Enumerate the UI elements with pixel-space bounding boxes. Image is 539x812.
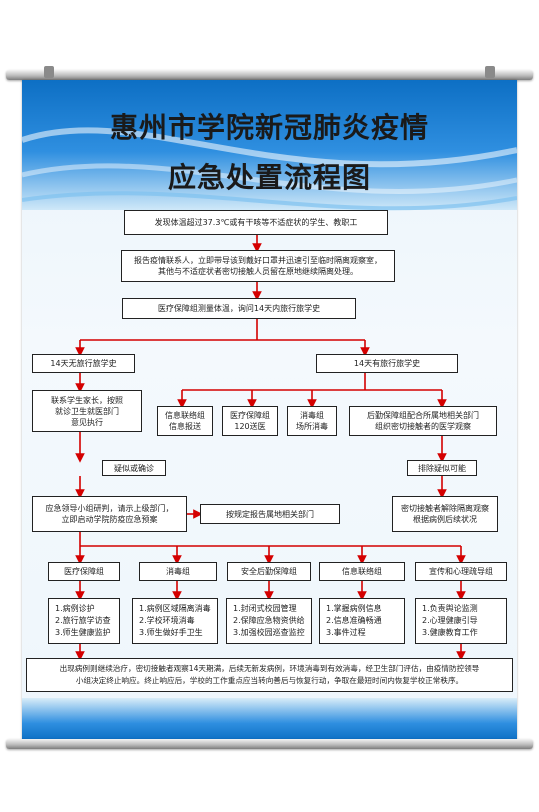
group-logistics-tasks: 1.封闭式校园管理 2.保障应急物资供给 3.加强校园巡查监控 <box>226 598 312 644</box>
final-termination-box: 出现病例则继续治疗，密切接触者观察14天期满，后续无新发病例，环境消毒到有效消毒… <box>26 658 513 692</box>
sub-info-liaison-line2: 信息报送 <box>169 422 201 431</box>
release-observation-line2: 根据病例后续状况 <box>413 515 477 524</box>
group-info-task-2: 2.信息准确畅通 <box>326 616 382 625</box>
group-psychology-task-2: 2.心理健康引导 <box>422 616 478 625</box>
group-medical-header: 医疗保障组 <box>48 562 120 581</box>
group-psychology-task-1: 1.负责舆论监测 <box>422 604 478 613</box>
poster-title-line2: 应急处置流程图 <box>167 161 371 194</box>
poster-header-background <box>22 80 517 210</box>
final-termination-line1: 出现病例则继续治疗，密切接触者观察14天期满，后续无新发病例，环境消毒到有效消毒… <box>59 664 480 673</box>
top-hanging-rod <box>6 70 533 80</box>
suspected-confirmed-box: 疑似或确诊 <box>102 460 166 476</box>
step-report-isolate-line1: 报告疫情联系人，立即带导该到戴好口罩并迅速引至临时隔离观察室， <box>134 256 382 265</box>
exclude-suspicion-box: 排除疑似可能 <box>407 460 477 476</box>
sub-logistics-line2: 组织密切接触者的医学观察 <box>375 422 471 431</box>
flow-connectors <box>75 235 466 661</box>
group-disinfection-task-1: 1.病例区域隔离消毒 <box>139 604 211 613</box>
poster-footer-background <box>22 698 517 740</box>
sub-logistics-observation: 后勤保障组配合所属地相关部门 组织密切接触者的医学观察 <box>349 406 497 436</box>
rod-hook-left <box>44 66 54 78</box>
sub-medical-120-line1: 医疗保障组 <box>230 411 270 420</box>
group-logistics-task-1: 1.封闭式校园管理 <box>233 604 297 613</box>
contact-parents-box: 联系学生家长，按照 就诊卫生就医部门 意见执行 <box>32 390 142 432</box>
sub-info-liaison: 信息联络组 信息报送 <box>157 406 213 436</box>
group-psychology-header: 宣传和心理疏导组 <box>415 562 507 581</box>
step-detect-symptoms: 发现体温超过37.3℃或有干咳等不适症状的学生、教职工 <box>124 210 388 235</box>
leadership-decision-line2: 立即启动学院防疫应急预案 <box>61 515 158 524</box>
sub-disinfection-line1: 消毒组 <box>300 411 324 420</box>
group-medical-task-3: 3.师生健康监护 <box>55 628 111 637</box>
branch-no-travel-history: 14天无旅行旅学史 <box>32 354 135 373</box>
contact-parents-line2: 就诊卫生就医部门 <box>55 406 119 416</box>
group-medical-task-2: 2.旅行旅学访查 <box>55 616 111 625</box>
final-termination-line2: 小组决定终止响应。终止响应后，学校的工作重点应当转向善后与恢复行动，争取在最短时… <box>75 676 464 685</box>
group-info-task-1: 1.掌握病例信息 <box>326 604 382 613</box>
group-info-task-3: 3.事件过程 <box>326 628 366 637</box>
branch-with-travel-history: 14天有旅行旅学史 <box>316 354 458 373</box>
leadership-decision-line1: 应急领导小组研判，请示上级部门， <box>45 504 174 513</box>
poster: 惠州市学院新冠肺炎疫情 应急处置流程图 <box>22 80 517 740</box>
group-info-tasks: 1.掌握病例信息 2.信息准确畅通 3.事件过程 <box>319 598 405 644</box>
group-medical-task-1: 1.病例诊护 <box>55 604 95 613</box>
report-local-authorities-box: 按规定报告属地相关部门 <box>200 504 340 524</box>
step-measure-temperature: 医疗保障组测量体温，询问14天内旅行旅学史 <box>122 298 356 319</box>
sub-medical-120: 医疗保障组 120送医 <box>222 406 278 436</box>
sub-medical-120-line2: 120送医 <box>234 422 266 431</box>
group-logistics-header: 安全后勤保障组 <box>227 562 311 581</box>
sub-info-liaison-line1: 信息联络组 <box>165 411 205 420</box>
group-logistics-task-3: 3.加强校园巡查监控 <box>233 628 305 637</box>
sub-logistics-line1: 后勤保障组配合所属地相关部门 <box>367 411 479 420</box>
group-medical-tasks: 1.病例诊护 2.旅行旅学访查 3.师生健康监护 <box>48 598 120 644</box>
sub-disinfection: 消毒组 场所消毒 <box>287 406 337 436</box>
group-psychology-task-3: 3.健康教育工作 <box>422 628 478 637</box>
group-logistics-task-2: 2.保障应急物资供给 <box>233 616 305 625</box>
sub-disinfection-line2: 场所消毒 <box>296 422 328 431</box>
group-disinfection-tasks: 1.病例区域隔离消毒 2.学校环境消毒 3.师生做好手卫生 <box>132 598 218 644</box>
bottom-hanging-rod <box>6 739 533 749</box>
step-report-isolate: 报告疫情联系人，立即带导该到戴好口罩并迅速引至临时隔离观察室， 其他与不适症状者… <box>121 250 395 282</box>
step-report-isolate-line2: 其他与不适症状者密切接触人员留在原地继续隔离处理。 <box>158 267 358 276</box>
group-disinfection-task-2: 2.学校环境消毒 <box>139 616 195 625</box>
leadership-decision-box: 应急领导小组研判，请示上级部门， 立即启动学院防疫应急预案 <box>32 496 187 532</box>
group-disinfection-header: 消毒组 <box>139 562 217 581</box>
release-observation-box: 密切接触者解除隔离观察 根据病例后续状况 <box>392 496 498 532</box>
rod-hook-right <box>485 66 495 78</box>
header-wave-decoration <box>22 127 517 211</box>
group-info-header: 信息联络组 <box>319 562 405 581</box>
poster-title-line1: 惠州市学院新冠肺炎疫情 <box>109 111 429 144</box>
contact-parents-line1: 联系学生家长，按照 <box>51 395 123 405</box>
release-observation-line1: 密切接触者解除隔离观察 <box>401 504 489 513</box>
group-disinfection-task-3: 3.师生做好手卫生 <box>139 628 203 637</box>
contact-parents-line3: 意见执行 <box>71 417 103 427</box>
group-psychology-tasks: 1.负责舆论监测 2.心理健康引导 3.健康教育工作 <box>415 598 507 644</box>
